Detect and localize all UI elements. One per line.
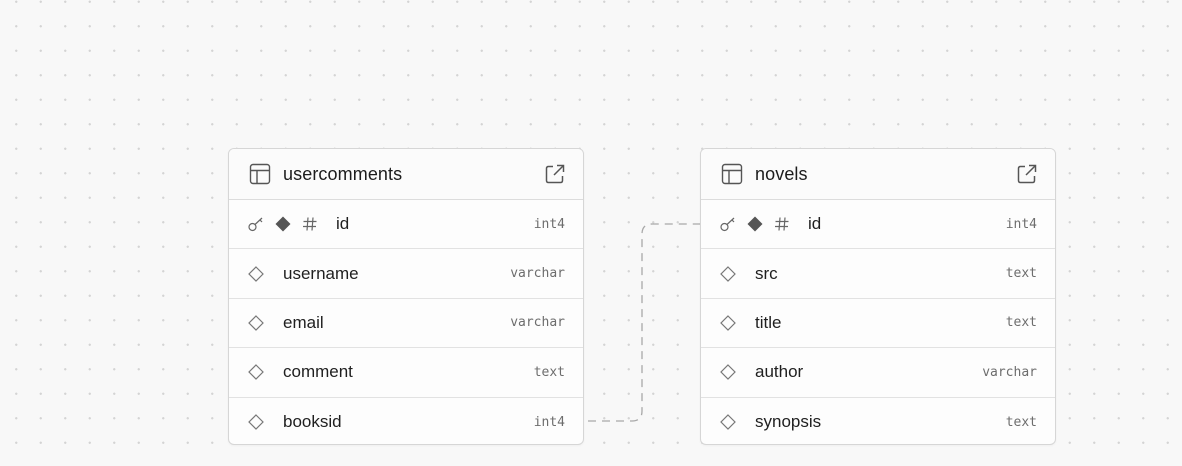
column-name: synopsis <box>755 412 822 432</box>
column-type: text <box>1005 266 1037 282</box>
column-row-synopsis[interactable]: synopsis text <box>701 398 1055 444</box>
column-name: comment <box>283 362 353 382</box>
column-type: varchar <box>982 364 1037 380</box>
column-type: int4 <box>533 414 565 430</box>
table-header: novels <box>701 149 1055 200</box>
column-row-email[interactable]: email varchar <box>229 299 583 349</box>
hollow-diamond-icon <box>719 314 737 332</box>
column-type: varchar <box>510 315 565 331</box>
hollow-diamond-icon <box>247 413 265 431</box>
column-name: src <box>755 263 778 283</box>
hollow-diamond-icon <box>247 363 265 381</box>
hollow-diamond-icon <box>247 265 265 283</box>
column-row-title[interactable]: title text <box>701 299 1055 349</box>
column-row-comment[interactable]: comment text <box>229 348 583 398</box>
table-card-usercomments[interactable]: usercomments id int4 username varchar <box>228 148 584 445</box>
filled-diamond-icon <box>274 215 292 233</box>
table-icon <box>249 163 271 185</box>
column-row-username[interactable]: username varchar <box>229 249 583 299</box>
column-row-id[interactable]: id int4 <box>701 200 1055 250</box>
filled-diamond-icon <box>746 215 764 233</box>
table-card-novels[interactable]: novels id int4 src text <box>700 148 1056 445</box>
column-type: text <box>1005 315 1037 331</box>
column-name: author <box>755 362 804 382</box>
external-link-icon[interactable] <box>543 162 567 186</box>
column-name: id <box>336 214 350 234</box>
column-type: int4 <box>533 216 565 232</box>
column-name: username <box>283 263 359 283</box>
column-name: email <box>283 312 324 332</box>
external-link-icon[interactable] <box>1015 162 1039 186</box>
table-icon <box>721 163 743 185</box>
column-type: text <box>1005 414 1037 430</box>
table-header: usercomments <box>229 149 583 200</box>
hollow-diamond-icon <box>719 363 737 381</box>
column-row-id[interactable]: id int4 <box>229 200 583 250</box>
column-type: varchar <box>510 266 565 282</box>
column-type: text <box>533 364 565 380</box>
hollow-diamond-icon <box>719 265 737 283</box>
column-name: booksid <box>283 412 342 432</box>
column-name: title <box>755 312 782 332</box>
hash-icon <box>301 215 319 233</box>
table-title: novels <box>755 163 808 184</box>
key-icon <box>719 215 737 233</box>
table-title: usercomments <box>283 163 403 184</box>
column-row-src[interactable]: src text <box>701 249 1055 299</box>
column-name: id <box>808 214 822 234</box>
hollow-diamond-icon <box>719 413 737 431</box>
column-row-author[interactable]: author varchar <box>701 348 1055 398</box>
column-type: int4 <box>1005 216 1037 232</box>
key-icon <box>247 215 265 233</box>
hollow-diamond-icon <box>247 314 265 332</box>
column-row-booksid[interactable]: booksid int4 <box>229 398 583 444</box>
hash-icon <box>773 215 791 233</box>
